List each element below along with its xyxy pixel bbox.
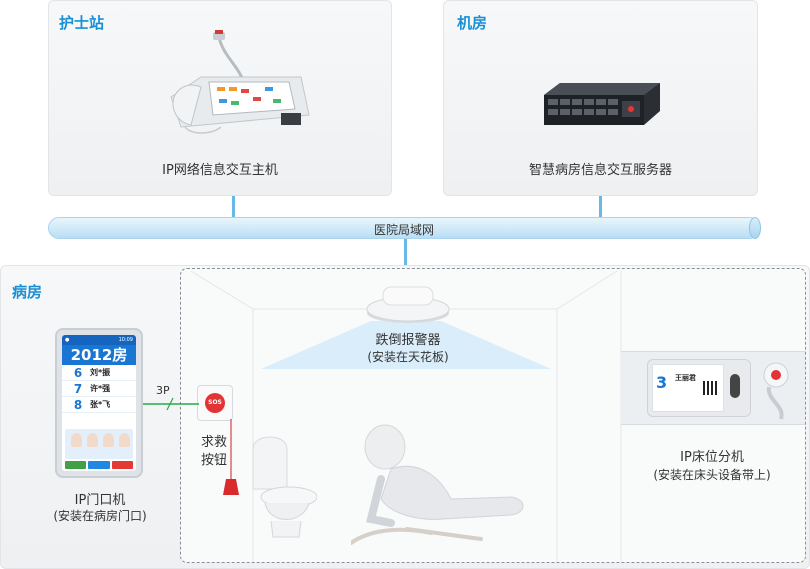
help-button-line1: 求救 xyxy=(200,435,227,450)
bed-qr-code xyxy=(703,381,717,395)
cable-label: 3P xyxy=(156,384,170,397)
door-bed-name: 张*飞 xyxy=(90,400,111,409)
door-screen-status-bar: ● 10:09 xyxy=(62,335,136,345)
door-terminal-name: IP门口机 xyxy=(74,493,126,508)
machine-room-panel: 机房 智慧病房信息交互服务器 xyxy=(443,0,758,196)
doctor-avatar xyxy=(87,433,98,447)
bed-patient-name: 王丽君 xyxy=(675,374,696,382)
door-screen-room: 2012房 xyxy=(62,345,136,365)
nurse-console-device xyxy=(170,30,310,134)
door-screen-clock: 10:09 xyxy=(118,337,133,343)
sos-cable xyxy=(143,397,199,411)
machine-room-title: 机房 xyxy=(457,14,488,32)
bed-terminal-note: (安装在床头设备带上) xyxy=(653,468,771,482)
fall-alarm-name: 跌倒报警器 xyxy=(375,333,441,348)
door-terminal-note: (安装在病房门口) xyxy=(53,509,147,523)
fallen-patient-figure xyxy=(351,424,524,545)
door-screen-dot: ● xyxy=(65,337,70,343)
bed-terminal-name: IP床位分机 xyxy=(680,450,744,465)
door-info-button[interactable] xyxy=(88,461,110,469)
door-bed-num: 6 xyxy=(73,365,83,380)
nurse-console-caption: IP网络信息交互主机 xyxy=(162,163,278,178)
hospital-lan-label: 医院局域网 xyxy=(373,223,434,237)
bed-terminal-screen: 3 王丽君 xyxy=(652,364,724,412)
bed-call-handle xyxy=(763,362,789,420)
help-button-device[interactable]: SOS xyxy=(197,385,233,421)
door-bed-name: 许*强 xyxy=(90,384,111,393)
nurse-link-line xyxy=(232,196,235,217)
room-perspective xyxy=(190,270,622,562)
bed-terminal-device[interactable]: 3 王丽君 xyxy=(647,359,751,417)
fall-alarm-note: (安装在天花板) xyxy=(367,350,449,364)
door-bed-name: 刘*振 xyxy=(90,368,111,377)
sos-badge: SOS xyxy=(205,393,225,413)
door-screen-doctors xyxy=(65,429,133,459)
pull-cord xyxy=(223,419,239,495)
ward-link-line xyxy=(404,239,407,268)
ward-room-area: 跌倒报警器 (安装在天花板) SOS 求救 按钮 3 王丽君 xyxy=(180,268,806,563)
bed-camera xyxy=(730,374,740,398)
door-terminal-screen: ● 10:09 2012房 6 刘*振 7 许*强 8 张*飞 xyxy=(62,335,136,471)
nurse-station-panel: 护士站 IP网络信息交互主机 xyxy=(48,0,392,196)
help-button-line2: 按钮 xyxy=(200,453,227,468)
pipe-end-cap xyxy=(749,217,761,239)
bed-number: 3 xyxy=(656,373,668,392)
door-alert-button[interactable] xyxy=(111,461,133,469)
server-device xyxy=(544,83,660,125)
doctor-avatar xyxy=(103,433,114,447)
server-caption: 智慧病房信息交互服务器 xyxy=(528,163,672,178)
door-bed-row: 6 刘*振 xyxy=(62,365,136,381)
door-bed-row: 7 许*强 xyxy=(62,381,136,397)
door-bed-num: 7 xyxy=(73,381,83,396)
doctor-avatar xyxy=(71,433,82,447)
fall-alarm-sensor xyxy=(366,286,450,323)
ward-title: 病房 xyxy=(12,283,43,301)
door-call-button[interactable] xyxy=(65,461,87,469)
nurse-station-title: 护士站 xyxy=(59,14,105,32)
door-screen-buttons xyxy=(65,461,133,469)
doctor-avatar xyxy=(119,433,130,447)
toilet-icon xyxy=(252,436,317,538)
door-bed-row: 8 张*飞 xyxy=(62,397,136,413)
door-terminal-device[interactable]: ● 10:09 2012房 6 刘*振 7 许*强 8 张*飞 xyxy=(55,328,143,478)
server-link-line xyxy=(599,196,602,217)
door-bed-num: 8 xyxy=(73,397,83,412)
hospital-lan-pipe: 医院局域网 xyxy=(48,217,761,239)
